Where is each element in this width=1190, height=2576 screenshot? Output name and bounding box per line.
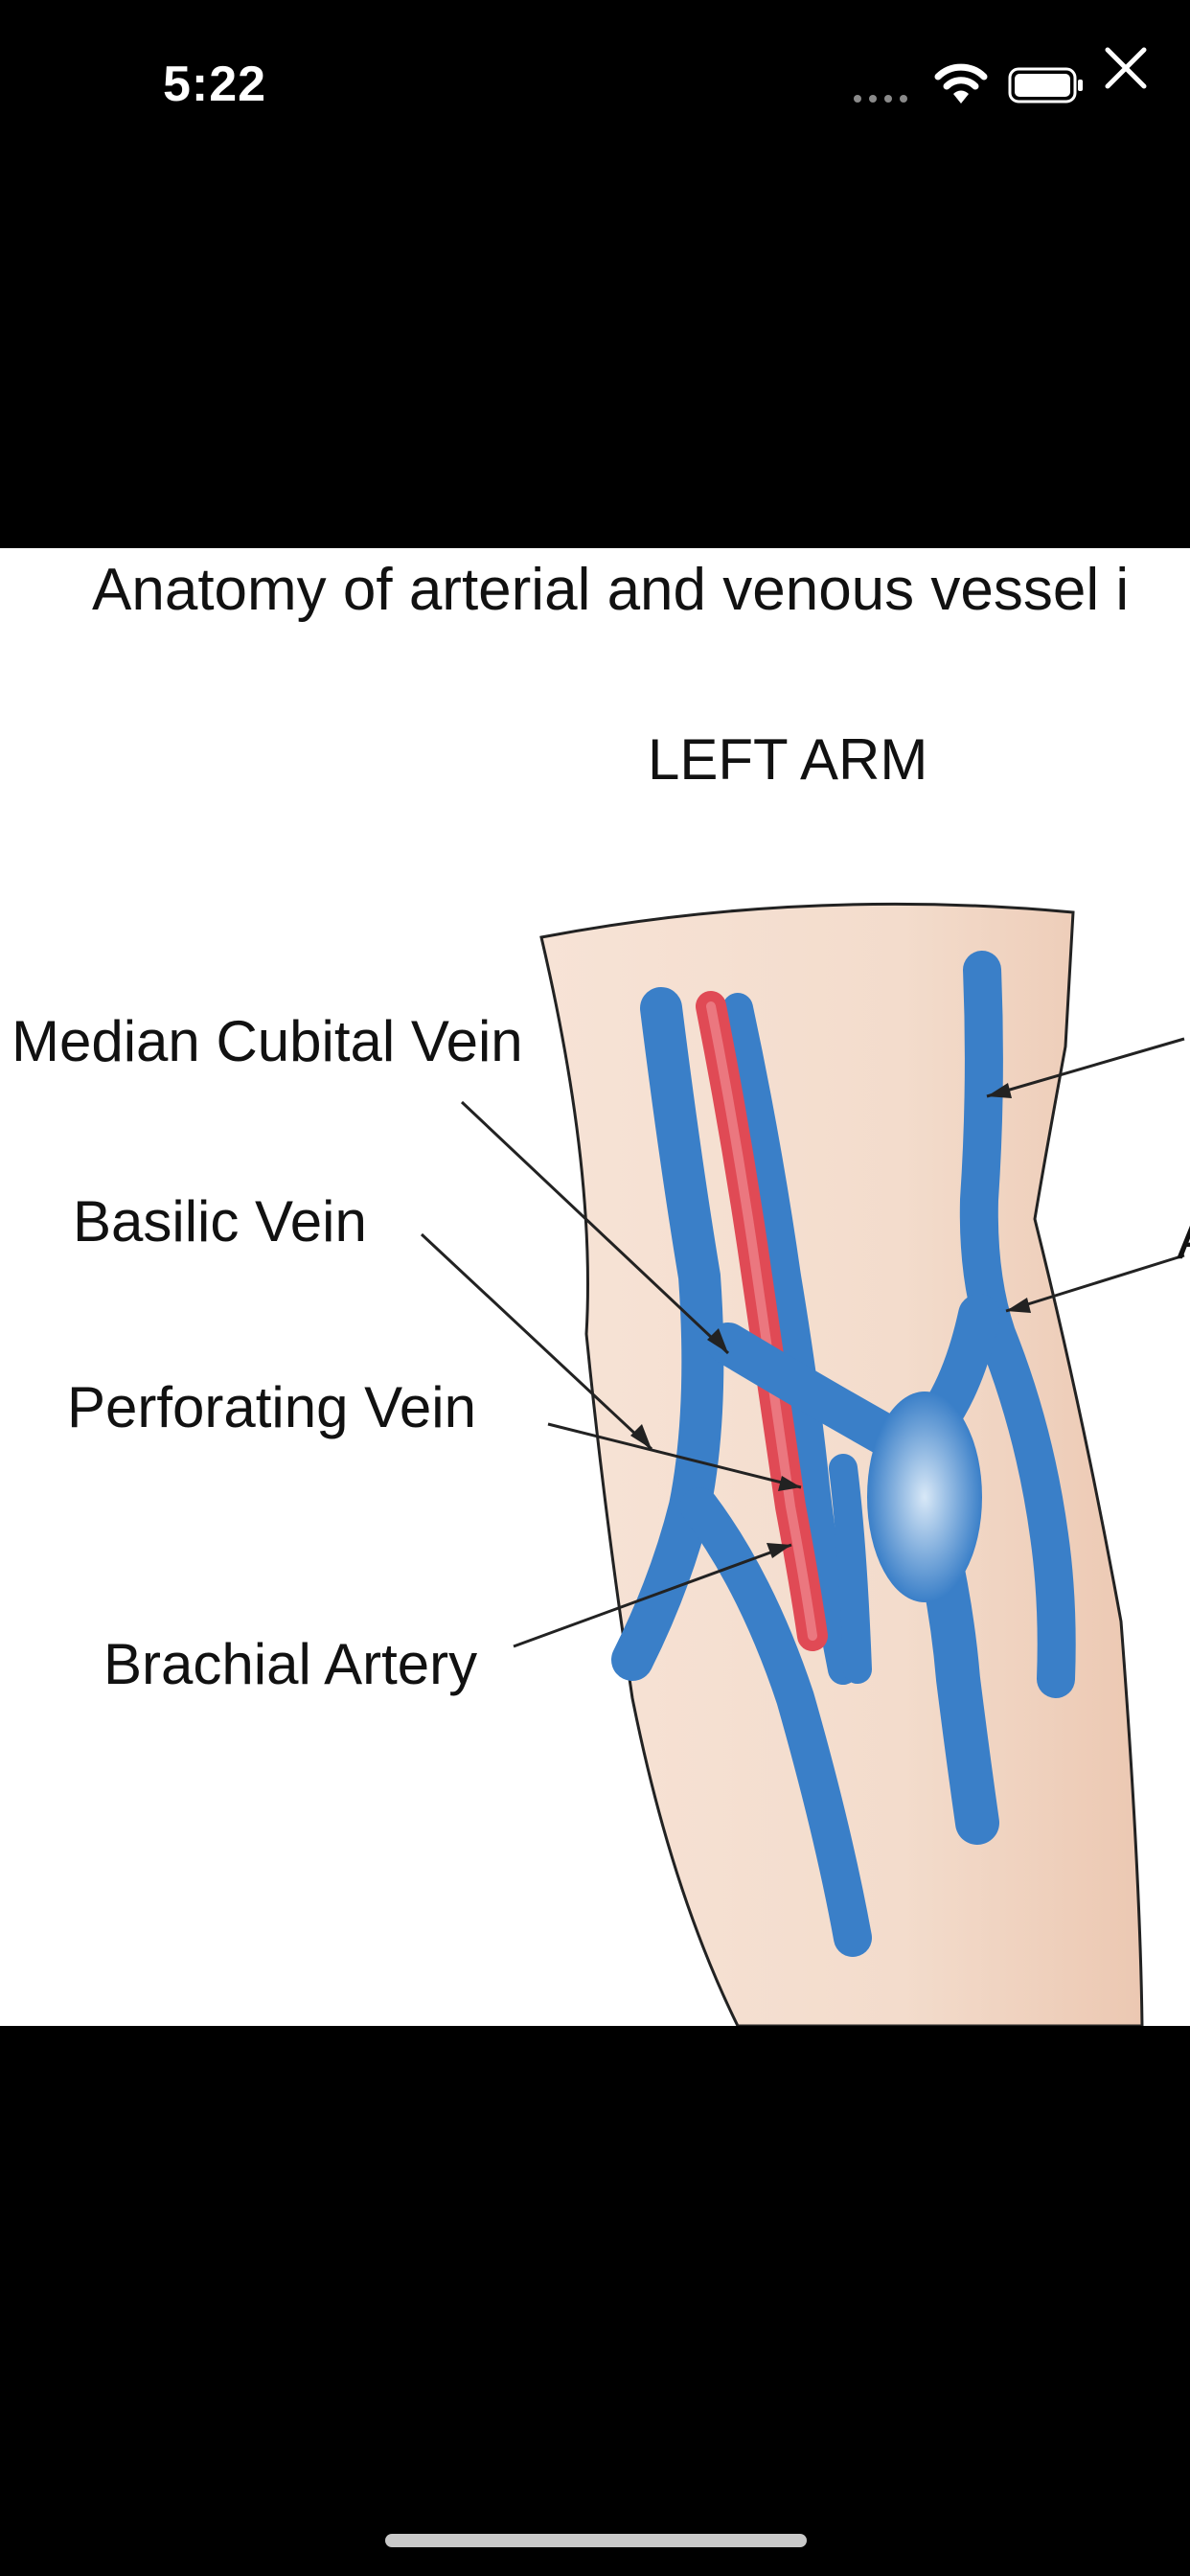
label-right-cut: A [1177,1206,1190,1272]
status-time: 5:22 [163,57,267,112]
battery-icon [1008,67,1083,104]
lower-vein-shape [680,1487,872,1957]
arm-label: LEFT ARM [648,727,928,792]
figure-title: Anatomy of arterial and venous vessel i [92,557,1130,623]
basilic-vein-shape [611,987,724,1681]
cephalic-vein-shape [959,951,1076,1698]
signal-dots-icon [854,95,907,103]
leader-lines [420,1037,1185,1648]
wifi-icon [934,63,988,104]
arm-anatomy-illustration [420,902,1185,2026]
perforating-vein-shape [829,1454,872,1684]
zoomed-image[interactable]: Anatomy of arterial and venous vessel i … [0,548,1190,2026]
label-median-cubital-vein: Median Cubital Vein [11,1009,523,1073]
label-perforating-vein: Perforating Vein [67,1375,476,1439]
close-button[interactable] [1092,34,1159,102]
home-indicator[interactable] [385,2534,807,2547]
close-icon [1105,47,1147,89]
label-basilic-vein: Basilic Vein [73,1189,367,1254]
arrowheads [630,1083,1031,1558]
status-bar: 5:22 [0,0,1190,144]
label-brachial-artery: Brachial Artery [103,1632,478,1696]
